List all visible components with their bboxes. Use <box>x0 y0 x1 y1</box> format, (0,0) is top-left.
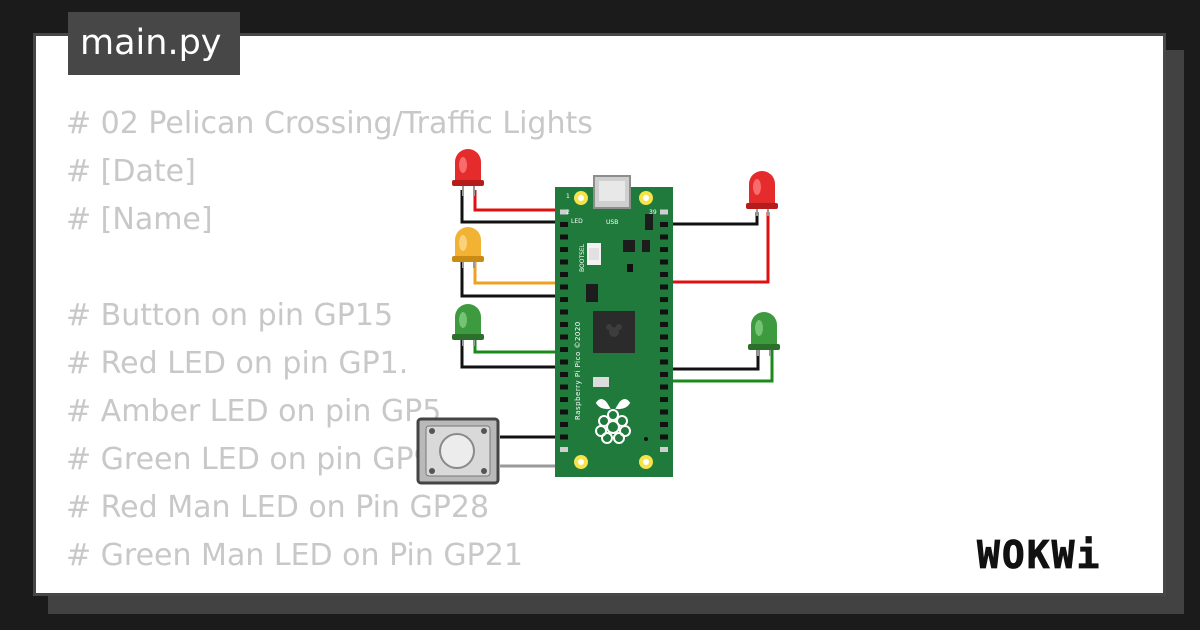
header-pin <box>560 209 568 215</box>
header-pin <box>560 397 568 402</box>
header-pin <box>560 297 568 302</box>
header-pin <box>560 309 568 315</box>
wire-black-amber <box>460 262 565 298</box>
wire-black-led-right <box>663 212 759 226</box>
header-pin <box>560 409 568 415</box>
header-pin <box>660 247 668 252</box>
header-pin <box>660 347 668 352</box>
flash-chip <box>586 284 598 302</box>
header-pin <box>660 284 668 290</box>
header-pin <box>660 322 668 327</box>
header-pin <box>560 247 568 252</box>
header-pin <box>560 284 568 290</box>
code-line: # Red LED on pin GP1. <box>66 346 409 381</box>
push-button[interactable] <box>416 417 500 485</box>
file-tab[interactable]: main.py <box>68 12 240 75</box>
header-pin <box>660 409 668 415</box>
board-name-label: Raspberry Pi Pico ©2020 <box>574 321 582 420</box>
header-pin <box>660 372 668 377</box>
header-pin <box>560 322 568 327</box>
red-led-right[interactable] <box>746 171 778 216</box>
code-line: # [Date] <box>66 154 196 189</box>
header-pin <box>660 234 668 240</box>
wire-amber-led <box>473 262 565 285</box>
header-pin <box>560 222 568 227</box>
header-pin <box>560 347 568 352</box>
crystal <box>593 377 609 387</box>
header-pin <box>560 359 568 365</box>
green-led-right[interactable] <box>748 312 780 356</box>
wire-black-green-right <box>663 350 760 371</box>
code-editor[interactable]: # 02 Pelican Crossing/Traffic Lights # [… <box>66 100 593 580</box>
file-tab-label: main.py <box>80 23 222 63</box>
header-pin <box>660 297 668 302</box>
code-line: # Red Man LED on Pin GP28 <box>66 490 490 525</box>
header-pin <box>560 234 568 240</box>
wire-green-led-left <box>473 340 565 354</box>
pico-board[interactable]: USB LED 1 2 39 BOOTSEL Raspberry Pi Pico… <box>555 175 673 477</box>
header-pin <box>660 384 668 390</box>
pin-header-left <box>560 209 568 452</box>
pin-header-right <box>660 209 668 452</box>
header-pin <box>560 422 568 427</box>
wire-red-led-left <box>473 190 565 212</box>
header-pin <box>660 259 668 265</box>
header-pin <box>660 334 668 340</box>
pin-number-first: 1 <box>566 193 570 200</box>
led-label: LED <box>571 218 583 225</box>
code-line: # 02 Pelican Crossing/Traffic Lights <box>66 106 593 141</box>
code-line: # Amber LED on pin GP5 <box>66 394 442 429</box>
header-pin <box>660 447 668 452</box>
wire-green-led-right <box>663 350 774 383</box>
wire-red-led-right <box>663 212 770 284</box>
usb-label: USB <box>606 219 618 226</box>
header-pin <box>660 359 668 365</box>
header-pin <box>560 259 568 265</box>
bootsel-label: BOOTSEL <box>579 243 586 272</box>
header-pin <box>560 434 568 440</box>
header-pin <box>660 272 668 277</box>
header-pin <box>660 397 668 402</box>
header-pin <box>560 334 568 340</box>
code-line: # Button on pin GP15 <box>66 298 394 333</box>
pin-number-second: 2 <box>566 209 570 216</box>
green-led-left[interactable] <box>452 304 484 346</box>
header-pin <box>660 422 668 427</box>
chip-logo-icon <box>606 324 622 337</box>
wire-black-green-left <box>460 340 565 369</box>
header-pin <box>560 447 568 452</box>
code-line: # Green Man LED on Pin GP21 <box>66 538 523 573</box>
header-pin <box>560 272 568 277</box>
amber-led[interactable] <box>452 227 484 268</box>
header-pin <box>660 222 668 227</box>
wokwi-logo-text: WOKWi <box>977 533 1101 577</box>
wokwi-logo[interactable]: WOKWi <box>975 528 1155 580</box>
pin-number-last: 39 <box>649 209 657 216</box>
code-line: # [Name] <box>66 202 213 237</box>
header-pin <box>660 209 668 215</box>
header-pin <box>660 309 668 315</box>
wire-black-led-left <box>460 190 565 224</box>
header-pin <box>660 434 668 440</box>
header-pin <box>560 384 568 390</box>
header-pin <box>560 372 568 377</box>
raspberry-logo-icon <box>595 399 631 444</box>
red-led-left[interactable] <box>452 149 484 196</box>
